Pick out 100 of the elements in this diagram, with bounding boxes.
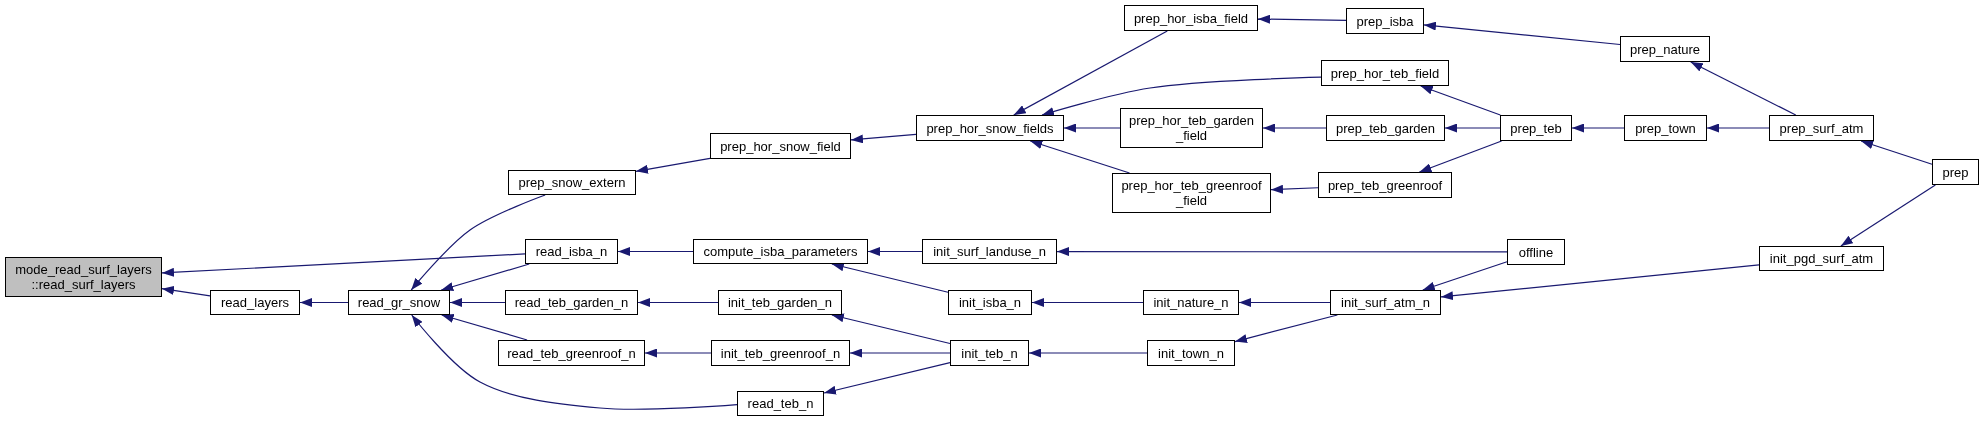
function-box [210, 290, 300, 315]
function-name: compute_isba_parameters [703, 244, 858, 259]
function-box [718, 290, 842, 315]
function-box [1120, 108, 1263, 148]
function-box [1507, 239, 1565, 265]
arrow [1234, 314, 1338, 343]
arrow [161, 286, 211, 297]
arrow [161, 253, 526, 277]
function-name: prep_surf_atm [1779, 120, 1864, 136]
function-box [1318, 172, 1452, 198]
arrow [1418, 140, 1503, 173]
function-name: prep_teb [1510, 120, 1562, 136]
arrow [644, 348, 712, 358]
function-name: prep_hor_isba_field [1133, 10, 1249, 26]
function-name: prep [1942, 164, 1969, 180]
arrow [1028, 348, 1148, 358]
function-box [950, 340, 1029, 366]
arrow [1031, 298, 1144, 307]
function-box [525, 239, 618, 264]
arrow [635, 157, 711, 174]
function-box [916, 115, 1064, 141]
function-name: prep_isba [1356, 13, 1414, 29]
function-name: read_isba_n [535, 244, 608, 259]
arrow [850, 133, 917, 144]
function-name: read_gr_snow [357, 295, 441, 310]
arrow [410, 194, 546, 291]
function-name: prep_hor_snow_fields [926, 120, 1054, 136]
function-box [737, 391, 824, 416]
arrow [1013, 30, 1168, 116]
arrow [637, 298, 719, 307]
function-name: init_teb_greenroof_n [720, 345, 841, 361]
function-name: init_teb_garden_n [727, 295, 833, 310]
function-name: prep_teb_greenroof [1327, 177, 1443, 193]
function-name: prep_teb_garden [1336, 120, 1435, 136]
arrow [449, 298, 506, 307]
arrow [1420, 85, 1501, 116]
function-box [1620, 36, 1710, 62]
function-box [1759, 246, 1884, 271]
function-box [1147, 340, 1235, 366]
arrow [831, 262, 949, 293]
arrow [441, 314, 528, 341]
arrow [831, 313, 951, 345]
function-name: init_nature_n [1153, 295, 1229, 310]
arrow [299, 298, 349, 307]
function-name: prep_hor_teb_garden _field [1127, 113, 1256, 143]
arrow [1706, 123, 1770, 133]
function-name: init_town_n [1158, 345, 1224, 361]
arrow [1690, 61, 1797, 116]
arrow [1440, 264, 1760, 301]
arrow [1063, 123, 1121, 133]
function-name: prep_hor_teb_field [1330, 65, 1440, 81]
function-name: init_isba_n [958, 295, 1022, 310]
function-box [1143, 290, 1239, 315]
arrow [1444, 123, 1501, 133]
arrow [617, 247, 694, 256]
function-box [1346, 8, 1424, 34]
function-box [922, 239, 1057, 264]
function-box [1330, 290, 1441, 315]
arrow [1262, 123, 1327, 133]
function-name: init_surf_landuse_n [933, 244, 1046, 259]
function-name: prep_hor_teb_greenroof _field [1120, 178, 1263, 208]
function-box [710, 133, 851, 159]
arrow [823, 361, 951, 395]
function-box [5, 257, 162, 297]
function-name: init_pgd_surf_atm [1769, 251, 1874, 266]
function-box [505, 290, 638, 315]
function-name: read_teb_n [747, 396, 814, 411]
function-name: prep_nature [1629, 41, 1701, 57]
arrow [1840, 184, 1936, 247]
function-box [498, 340, 645, 366]
function-name: read_teb_garden_n [514, 295, 629, 310]
function-box [348, 290, 450, 315]
function-box [1321, 60, 1449, 86]
function-name: init_surf_atm_n [1341, 295, 1430, 310]
function-box [711, 340, 850, 366]
arrow [1056, 247, 1508, 257]
function-name: mode_read_surf_layers ::read_surf_layers [14, 262, 153, 292]
arrow [1270, 184, 1319, 194]
function-name: prep_hor_snow_field [720, 138, 841, 154]
arrow [440, 263, 530, 291]
function-box [1112, 173, 1271, 213]
function-box [693, 239, 868, 264]
arrow [1571, 123, 1625, 133]
function-box [508, 170, 636, 195]
arrow [867, 247, 923, 256]
arrow [1257, 14, 1347, 24]
function-name: offline [1518, 244, 1554, 260]
function-box [1932, 159, 1979, 185]
function-name: prep_snow_extern [518, 175, 626, 190]
arrow [1860, 140, 1933, 165]
function-name: init_teb_n [961, 345, 1018, 361]
arrow [1422, 261, 1508, 291]
arrow [411, 314, 738, 410]
arrow [1238, 298, 1331, 307]
function-box [1326, 115, 1445, 141]
arrow [1041, 76, 1322, 116]
function-name: read_layers [221, 295, 289, 310]
function-box [948, 290, 1032, 315]
function-box [1769, 115, 1874, 141]
function-name: prep_town [1635, 120, 1696, 136]
